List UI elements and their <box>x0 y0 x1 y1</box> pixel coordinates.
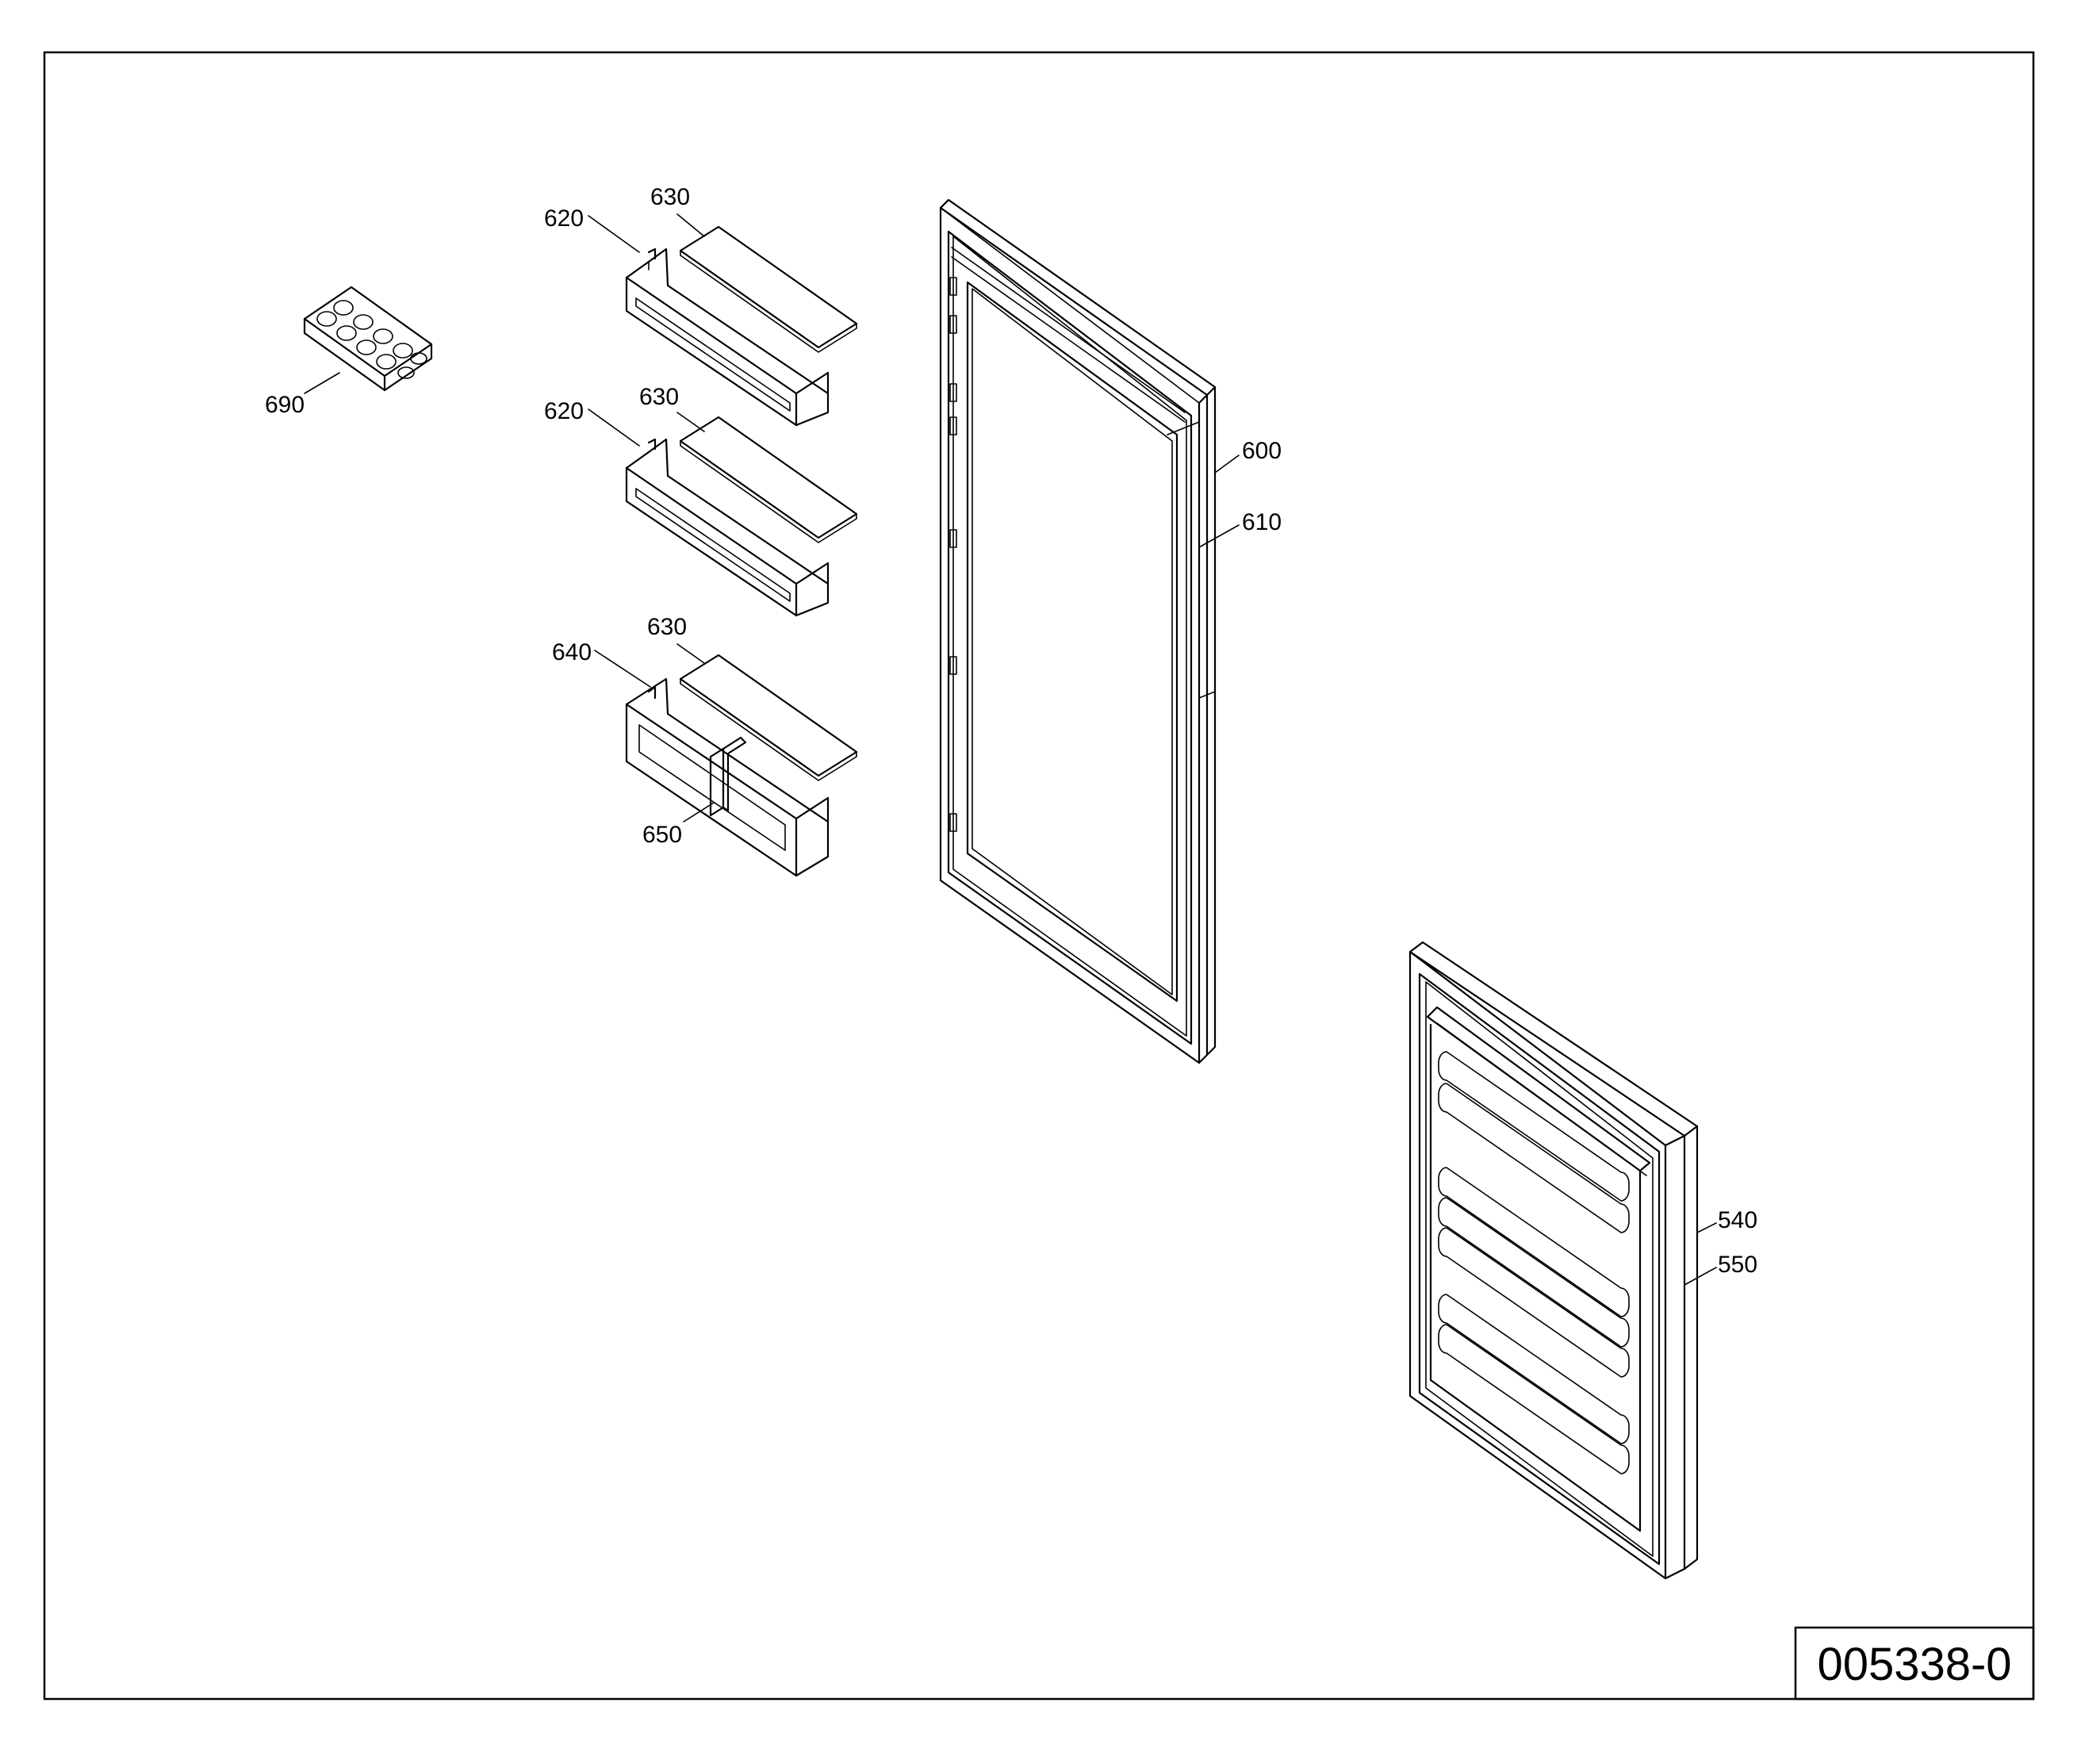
egg-tray <box>303 286 433 392</box>
leader-690 <box>304 372 340 394</box>
leader-540 <box>1696 1222 1717 1233</box>
bottle-shelf <box>625 677 830 877</box>
freezer-door <box>1408 941 1699 1580</box>
leader-650 <box>683 802 715 823</box>
drawing-number: 005338-0 <box>1817 1639 2011 1690</box>
shelf-cover-top <box>679 225 858 353</box>
shelf-cover-bottom <box>679 654 858 781</box>
callout-630-middle: 630 <box>639 384 679 410</box>
bottle-retainer <box>709 736 747 817</box>
callout-620-top: 620 <box>544 205 584 232</box>
callout-630-top: 630 <box>650 184 690 210</box>
door-shelf-middle <box>625 438 830 617</box>
callout-540: 540 <box>1718 1207 1757 1233</box>
callout-640: 640 <box>552 639 592 665</box>
leader-610 <box>1198 524 1240 548</box>
drawing-border <box>43 51 2035 1701</box>
callout-600: 600 <box>1242 438 1282 464</box>
callout-labels: 690 620 630 620 630 640 630 650 600 610 … <box>265 184 1757 1278</box>
callout-630-bottom: 630 <box>647 614 687 640</box>
leader-620b <box>588 408 640 447</box>
callout-690: 690 <box>265 392 305 418</box>
callout-650: 650 <box>642 822 682 848</box>
leader-lines <box>304 213 1717 1286</box>
fridge-door <box>939 198 1217 1064</box>
leader-630b <box>676 412 705 432</box>
leader-630a <box>676 213 705 237</box>
leader-620a <box>588 215 640 253</box>
door-shelf-top <box>625 247 830 427</box>
callout-550: 550 <box>1718 1252 1757 1278</box>
leader-640 <box>594 650 651 688</box>
title-block: 005338-0 <box>1794 1626 2035 1701</box>
shelf-cover-middle <box>679 416 858 543</box>
callout-620-middle: 620 <box>544 398 584 424</box>
callout-610: 610 <box>1242 509 1282 535</box>
leader-600 <box>1214 454 1240 474</box>
leader-630c <box>676 643 705 664</box>
leader-550 <box>1684 1267 1717 1286</box>
